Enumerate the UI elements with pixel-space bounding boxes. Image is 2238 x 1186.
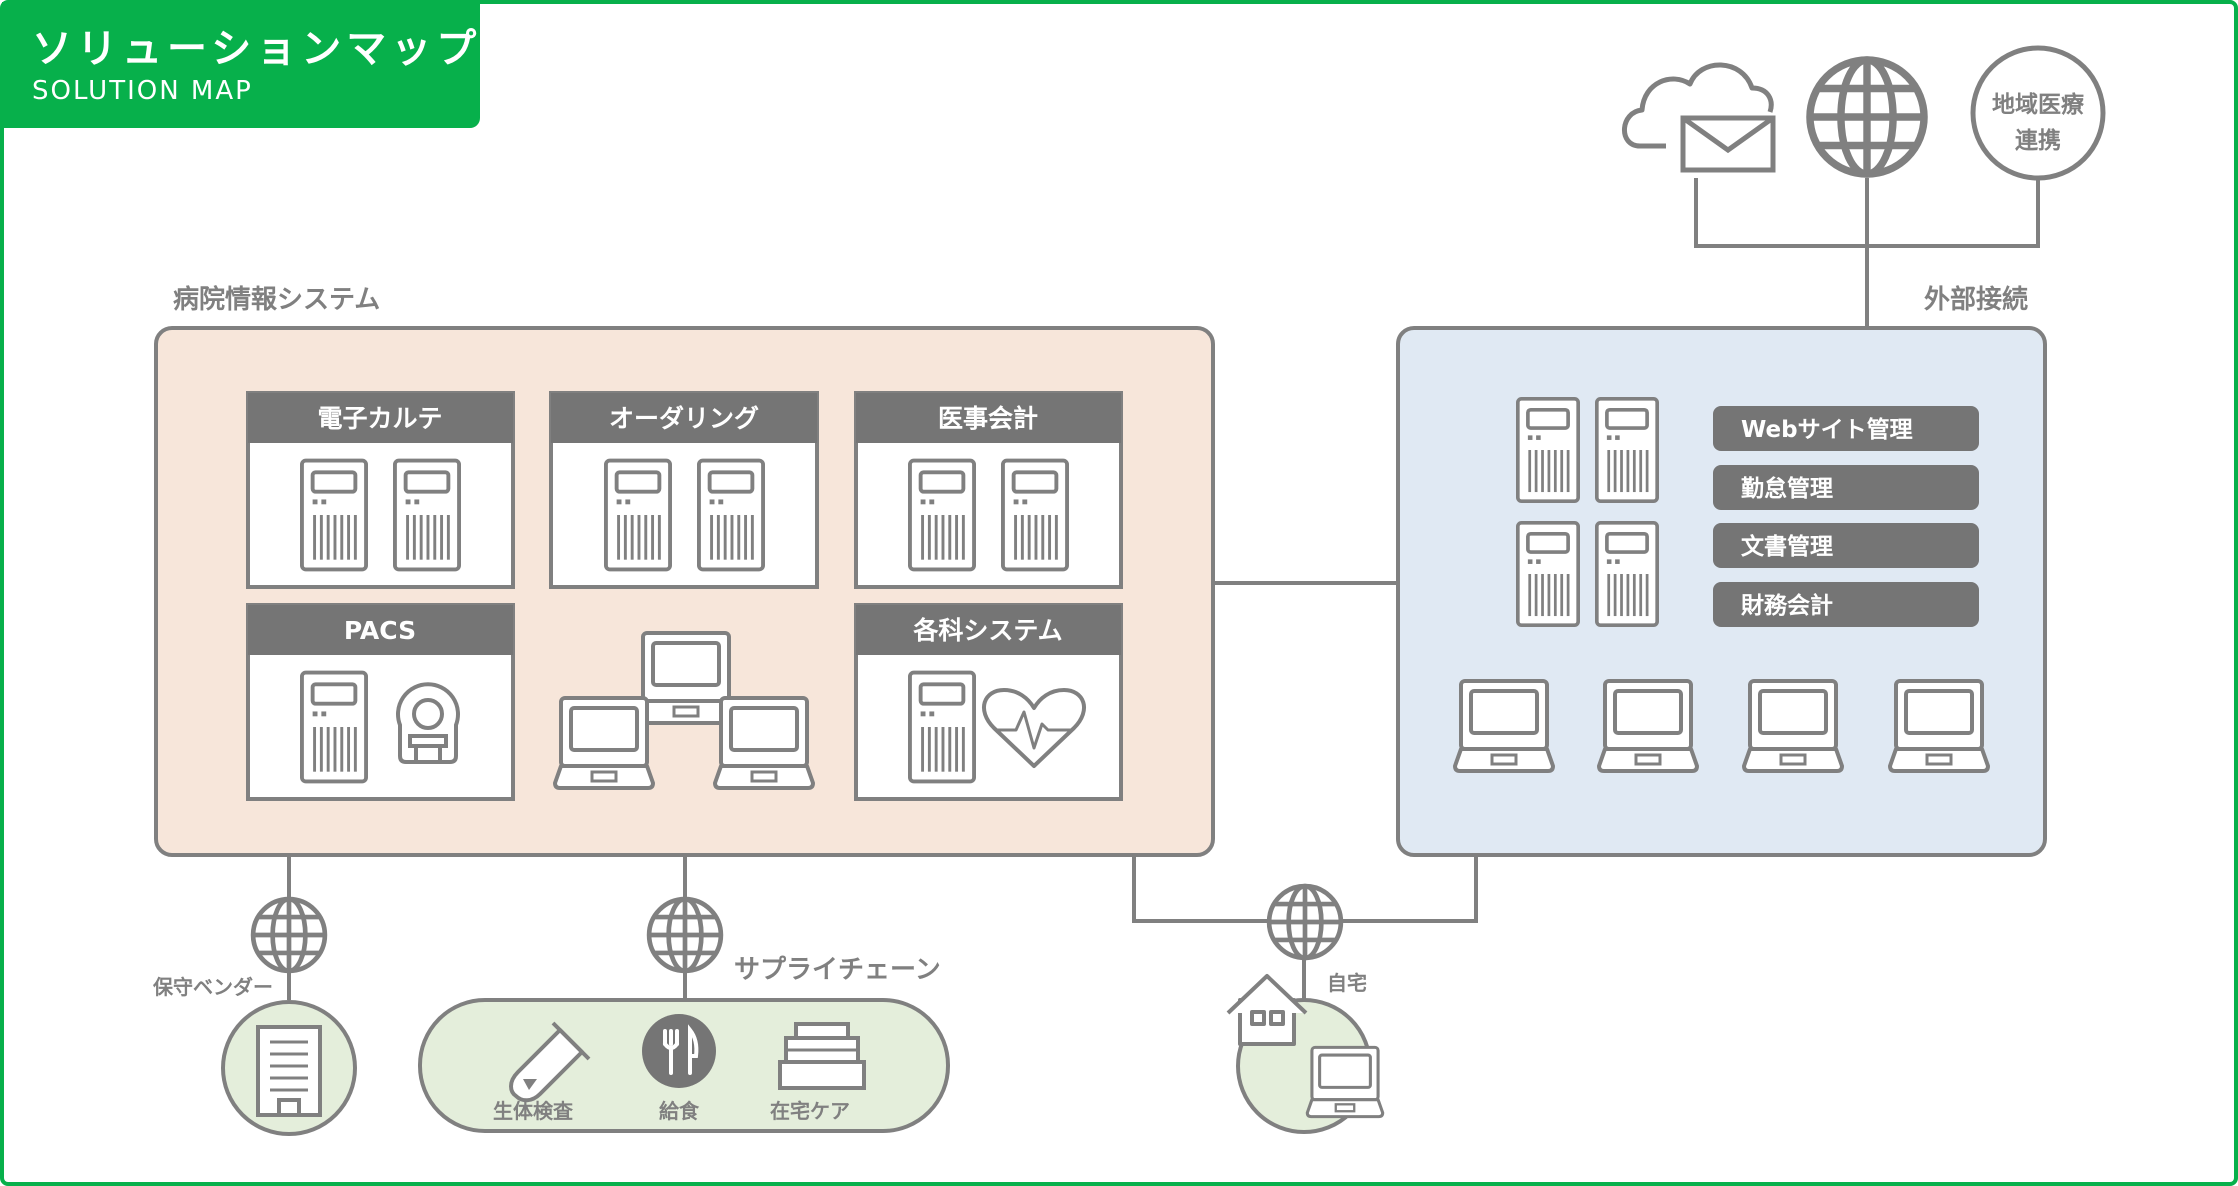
module-pacs: PACS bbox=[246, 603, 515, 801]
laptop-icon bbox=[1597, 679, 1699, 773]
service-item: 勤怠管理 bbox=[1741, 475, 1833, 502]
module-ordering-title: オーダリング bbox=[609, 404, 759, 433]
globe-icon bbox=[1810, 60, 1924, 174]
module-accounting-title: 医事会計 bbox=[938, 404, 1038, 433]
globe-icon bbox=[253, 899, 325, 971]
server-icon bbox=[697, 458, 765, 572]
server-icon bbox=[908, 670, 976, 784]
service-list: Webサイト管理 勤怠管理 文書管理 財務会計 bbox=[1713, 406, 1979, 627]
regional-label-line2: 連携 bbox=[2015, 127, 2061, 154]
module-dept-title: 各科システム bbox=[912, 616, 1062, 645]
cutlery-icon bbox=[642, 1014, 716, 1088]
page-subtitle: SOLUTION MAP bbox=[32, 76, 253, 106]
laptop-icon bbox=[553, 696, 655, 790]
server-icon bbox=[300, 670, 368, 784]
service-item: 文書管理 bbox=[1741, 533, 1833, 560]
server-icon bbox=[1516, 396, 1580, 504]
laptop-icon bbox=[1888, 679, 1990, 773]
server-icon bbox=[1595, 520, 1659, 628]
supply-item-label: 在宅ケア bbox=[770, 1099, 850, 1123]
globe-icon bbox=[649, 899, 721, 971]
title-badge: ソリューションマップ SOLUTION MAP bbox=[2, 2, 480, 128]
module-accounting: 医事会計 bbox=[854, 391, 1123, 589]
laptop-icon bbox=[713, 696, 815, 790]
home-label: 自宅 bbox=[1327, 971, 1367, 995]
laptop-icon bbox=[1742, 679, 1844, 773]
service-item: 財務会計 bbox=[1741, 592, 1833, 619]
server-icon bbox=[393, 458, 461, 572]
hospital-label: 病院情報システム bbox=[173, 284, 380, 315]
supply-chain-label: サプライチェーン bbox=[734, 955, 941, 985]
server-icon bbox=[908, 458, 976, 572]
laptop-icon bbox=[1305, 1045, 1385, 1119]
external-label: 外部接続 bbox=[1924, 284, 2028, 315]
vendor-label: 保守ベンダー bbox=[152, 975, 273, 999]
regional-label-line1: 地域医療 bbox=[1992, 91, 2085, 118]
service-item: Webサイト管理 bbox=[1741, 416, 1913, 443]
building-icon bbox=[256, 1025, 322, 1117]
cloud-mail-icon bbox=[1622, 62, 1776, 173]
module-emr: 電子カルテ bbox=[246, 391, 515, 589]
module-ordering: オーダリング bbox=[549, 391, 819, 589]
server-icon bbox=[1516, 520, 1580, 628]
server-icon bbox=[1595, 396, 1659, 504]
regional-medical-node: 地域医療 連携 bbox=[1970, 45, 2106, 181]
laptop-icon bbox=[1453, 679, 1555, 773]
heart-monitor-icon bbox=[982, 688, 1086, 768]
page-title: ソリューションマップ bbox=[32, 26, 482, 72]
server-icon bbox=[604, 458, 672, 572]
server-icon bbox=[1001, 458, 1069, 572]
supply-item-label: 生体検査 bbox=[493, 1099, 573, 1123]
module-pacs-title: PACS bbox=[344, 616, 416, 645]
module-emr-title: 電子カルテ bbox=[317, 404, 442, 433]
server-icon bbox=[300, 458, 368, 572]
test-tube-icon bbox=[509, 1021, 591, 1103]
bed-icon bbox=[778, 1022, 866, 1090]
mri-scanner-icon bbox=[396, 682, 460, 764]
house-icon bbox=[1226, 974, 1308, 1046]
globe-icon bbox=[1269, 886, 1341, 958]
supply-item-label: 給食 bbox=[659, 1099, 700, 1123]
module-dept: 各科システム bbox=[854, 603, 1123, 801]
